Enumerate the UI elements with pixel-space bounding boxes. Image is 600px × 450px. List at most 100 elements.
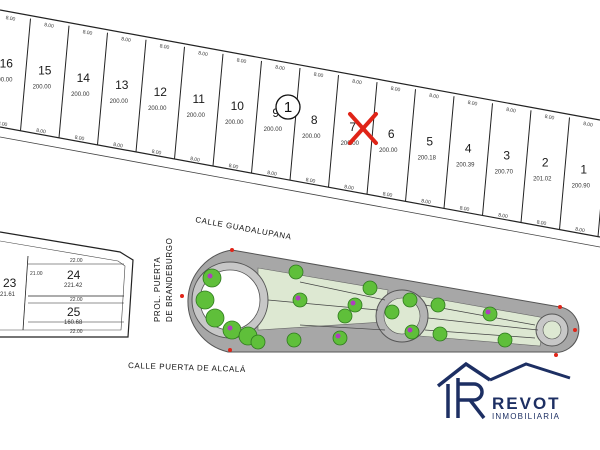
lot-front-dim: 8.00 [313, 72, 324, 80]
lot-area: 200.18 [418, 155, 437, 161]
lot-divider [559, 117, 570, 230]
lot-divider [443, 96, 455, 209]
flower-icon [485, 309, 491, 315]
roundabout-east-island [542, 320, 562, 340]
lot-back-dim: 8.00 [36, 128, 47, 136]
sidewalk-line [0, 136, 600, 248]
tree-icon [288, 264, 304, 280]
lot-back-dim: 8.00 [305, 177, 316, 185]
street-label-guadalupana: CALLE GUADALUPANA [195, 215, 293, 241]
tree-icon [205, 308, 225, 328]
block-1-south-line [0, 126, 600, 238]
lot-divider [20, 18, 31, 131]
brand-tagline: INMOBILIARIA [492, 412, 560, 421]
lot-back-dim: 8.00 [151, 149, 162, 157]
lot-front-dim: 8.00 [236, 57, 247, 65]
lot-number: 1 [580, 163, 587, 177]
lot-front-dim: 8.00 [506, 107, 517, 115]
lot-number: 8 [311, 113, 318, 127]
flower-icon [335, 333, 341, 339]
lot-divider [328, 75, 339, 188]
lot-back-dim: 8.00 [113, 142, 124, 150]
left-dim-3: 21.00 [30, 271, 43, 277]
lot-divider [520, 110, 532, 223]
street-label-brandeburgo-1: PROL. PUERTA [153, 257, 162, 322]
lot-divider [482, 103, 493, 216]
lot-front-dim: 8.00 [82, 29, 93, 37]
lot-divider [174, 46, 185, 160]
tree-icon [332, 330, 348, 346]
tree-icon [195, 290, 215, 310]
park-roundabout [180, 248, 580, 357]
lot-area: 200.90 [572, 184, 591, 190]
lot-area: 200.00 [110, 99, 129, 105]
lot-front-dim: 8.00 [198, 50, 209, 58]
house-r-icon [436, 361, 571, 420]
lot-23-number: 23 [3, 276, 17, 290]
tree-icon [384, 304, 400, 320]
lot-number: 9 [272, 106, 279, 120]
lot-number: 13 [115, 78, 129, 92]
lot-number: 7 [349, 120, 356, 134]
lot-number: 6 [388, 127, 395, 141]
lot-area: 200.00 [71, 92, 90, 98]
lot-number: 10 [231, 99, 245, 113]
lot-area: 200.00 [225, 120, 244, 126]
lot-front-dim: 8.00 [544, 114, 555, 122]
lot-24-area: 221.42 [64, 283, 83, 289]
lot-8[interactable]: 8 200.00 8.00 8.00 [302, 72, 324, 185]
lot-front-dim: 8.00 [583, 121, 594, 129]
tree-icon [337, 308, 353, 324]
lot-area: 200.00 [148, 106, 167, 112]
lot-number: 3 [503, 148, 510, 162]
lot-number: 5 [426, 134, 433, 148]
lot-16[interactable]: 16200.008.008.00 [0, 15, 16, 128]
lot-back-dim: 8.00 [421, 198, 432, 206]
lot-number: 2 [542, 155, 549, 169]
lot-13[interactable]: 13 200.00 8.00 8.00 [110, 36, 132, 149]
block-left: 23 21.61 24 221.42 25 160.68 22.00 22.00… [0, 231, 134, 338]
lot-divider [135, 39, 147, 152]
lot-front-dim: 8.00 [5, 15, 16, 23]
left-dim-4: 22.00 [70, 329, 83, 335]
street-label-brandeburgo-2: DE BRANDEBURGO [165, 238, 174, 322]
lot-number: 15 [38, 64, 52, 78]
lot-divider [405, 89, 416, 202]
tree-icon [362, 280, 378, 296]
tree-icon [202, 268, 222, 288]
flower-icon [295, 295, 301, 301]
brand-name: REVOT [492, 394, 561, 413]
lot-back-dim: 8.00 [459, 205, 470, 213]
lot-front-dim: 8.00 [121, 36, 132, 44]
lot-front-dim: 8.00 [275, 64, 286, 72]
lot-front-dim: 8.00 [390, 86, 401, 94]
lot-divider [251, 60, 262, 174]
lot-back-dim: 8.00 [190, 156, 201, 164]
lot-back-dim: 8.00 [267, 170, 278, 178]
lot-number: 16 [0, 57, 13, 71]
tree-icon [402, 292, 418, 308]
lot-back-dim: 8.00 [0, 121, 8, 129]
lot-divider [212, 53, 224, 167]
lot-front-dim: 8.00 [467, 100, 478, 108]
flower-icon [350, 300, 356, 306]
lot-24-number: 24 [67, 268, 81, 282]
lot-divider [58, 25, 70, 138]
lot-area: 200.00 [302, 134, 321, 140]
lot-front-dim: 8.00 [352, 79, 363, 87]
lot-divider [97, 32, 108, 145]
lot-back-dim: 8.00 [344, 184, 355, 192]
